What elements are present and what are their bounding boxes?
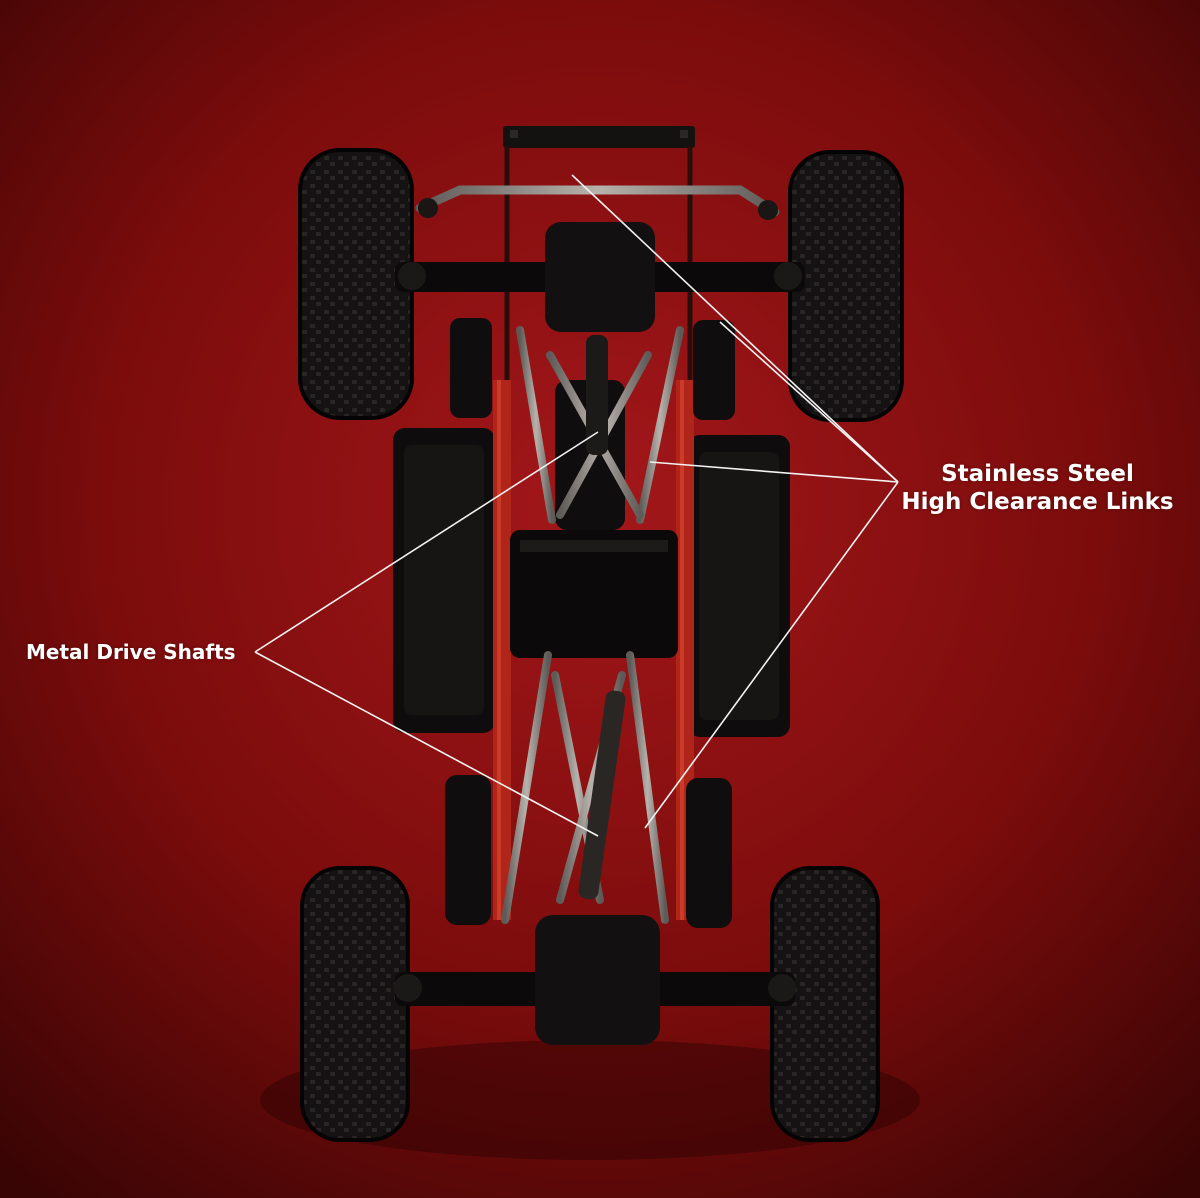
callout-stainless-links: Stainless Steel High Clearance Links: [900, 460, 1175, 516]
shock-absorbers: [445, 318, 735, 928]
front-right-tire: [788, 150, 904, 422]
callout-drive-shafts: Metal Drive Shafts: [26, 640, 236, 664]
callout-shafts-label: Metal Drive Shafts: [26, 640, 236, 664]
rear-left-tire: [300, 866, 410, 1142]
front-axle: [395, 222, 805, 332]
metal-drive-shafts: [578, 335, 626, 900]
ground-shadow: [260, 1040, 920, 1160]
callout-lines: [254, 174, 899, 837]
right-rock-slider: [688, 435, 790, 737]
left-rock-slider: [393, 428, 495, 733]
callout-links-line1: Stainless Steel: [941, 461, 1134, 487]
rear-axle: [394, 915, 796, 1045]
steering-link: [415, 185, 780, 220]
callout-links-line2: High Clearance Links: [901, 489, 1174, 516]
